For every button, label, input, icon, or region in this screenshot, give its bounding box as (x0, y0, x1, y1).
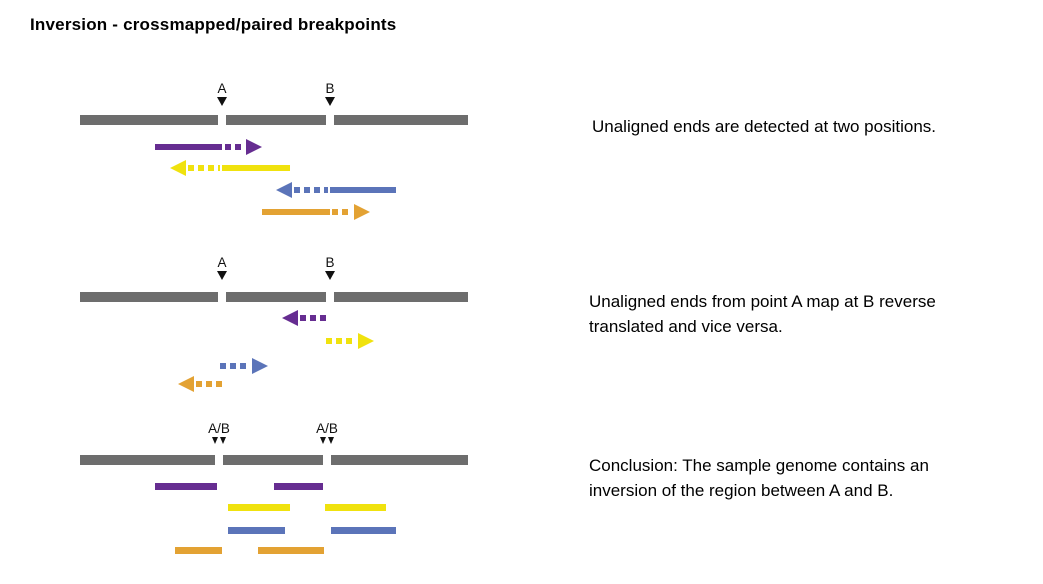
reference-bar-segment (226, 292, 326, 302)
breakpoint-label-AB: A/B (208, 421, 230, 436)
panel-1-caption: Unaligned ends are detected at two posit… (592, 117, 937, 136)
reference-bar-segment (80, 455, 215, 465)
breakpoint-triangle-icon (320, 437, 326, 444)
breakpoint-label-A: A (217, 255, 226, 270)
purple-read (155, 139, 262, 155)
reference-bar-segment (334, 292, 468, 302)
yellow-read (170, 160, 290, 176)
panel-1: A B (80, 81, 468, 220)
breakpoint-label-AB: A/B (316, 421, 338, 436)
reference-bar (80, 455, 468, 465)
reference-bar-segment (80, 115, 218, 125)
breakpoint-marker-B: B (325, 255, 335, 280)
read-solid-segment (155, 144, 222, 150)
arrowhead-right-icon (252, 358, 268, 374)
breakpoint-triangle-icon (328, 437, 334, 444)
blue-read-pair (228, 527, 396, 534)
panel-2-caption: Unaligned ends from point A map at B rev… (589, 292, 936, 336)
breakpoint-marker-A: A (217, 255, 227, 280)
read-solid-segment (274, 483, 323, 490)
breakpoint-triangle-icon (217, 271, 227, 280)
read-solid-segment (175, 547, 222, 554)
read-solid-segment (155, 483, 217, 490)
breakpoint-marker-AB-1: A/B (208, 421, 230, 444)
read-solid-segment (228, 504, 290, 511)
read-solid-segment (262, 209, 330, 215)
breakpoint-marker-A: A (217, 81, 227, 106)
arrowhead-right-icon (354, 204, 370, 220)
blue-remapped-end (220, 358, 268, 374)
breakpoint-triangle-icon (325, 271, 335, 280)
blue-read (276, 182, 396, 198)
figure-title: Inversion - crossmapped/paired breakpoin… (30, 15, 397, 34)
breakpoint-triangle-icon (212, 437, 218, 444)
read-solid-segment (330, 187, 396, 193)
reference-bar-segment (226, 115, 326, 125)
panel-3-caption: Conclusion: The sample genome contains a… (589, 456, 929, 500)
reference-bar-segment (331, 455, 468, 465)
orange-read-pair (175, 547, 324, 554)
yellow-read-pair (228, 504, 386, 511)
orange-remapped-end (178, 376, 224, 392)
reference-bar-segment (334, 115, 468, 125)
arrowhead-right-icon (246, 139, 262, 155)
panel-2: A B (80, 255, 468, 392)
arrowhead-left-icon (170, 160, 186, 176)
breakpoint-marker-AB-2: A/B (316, 421, 338, 444)
read-solid-segment (331, 527, 396, 534)
breakpoint-label-B: B (325, 255, 334, 270)
arrowhead-left-icon (178, 376, 194, 392)
read-solid-segment (222, 165, 290, 171)
panel-3: A/B A/B (80, 421, 468, 554)
reference-bar-segment (80, 292, 218, 302)
reference-bar (80, 115, 468, 125)
read-solid-segment (325, 504, 386, 511)
reference-bar (80, 292, 468, 302)
breakpoint-triangle-icon (325, 97, 335, 106)
breakpoint-label-A: A (217, 81, 226, 96)
breakpoint-triangle-icon (220, 437, 226, 444)
breakpoint-label-B: B (325, 81, 334, 96)
arrowhead-right-icon (358, 333, 374, 349)
breakpoint-triangle-icon (217, 97, 227, 106)
reference-bar-segment (223, 455, 323, 465)
yellow-remapped-end (326, 333, 374, 349)
orange-read (262, 204, 370, 220)
breakpoint-marker-B: B (325, 81, 335, 106)
arrowhead-left-icon (282, 310, 298, 326)
purple-remapped-end (282, 310, 330, 326)
read-solid-segment (258, 547, 324, 554)
purple-read-pair (155, 483, 323, 490)
read-solid-segment (228, 527, 285, 534)
arrowhead-left-icon (276, 182, 292, 198)
